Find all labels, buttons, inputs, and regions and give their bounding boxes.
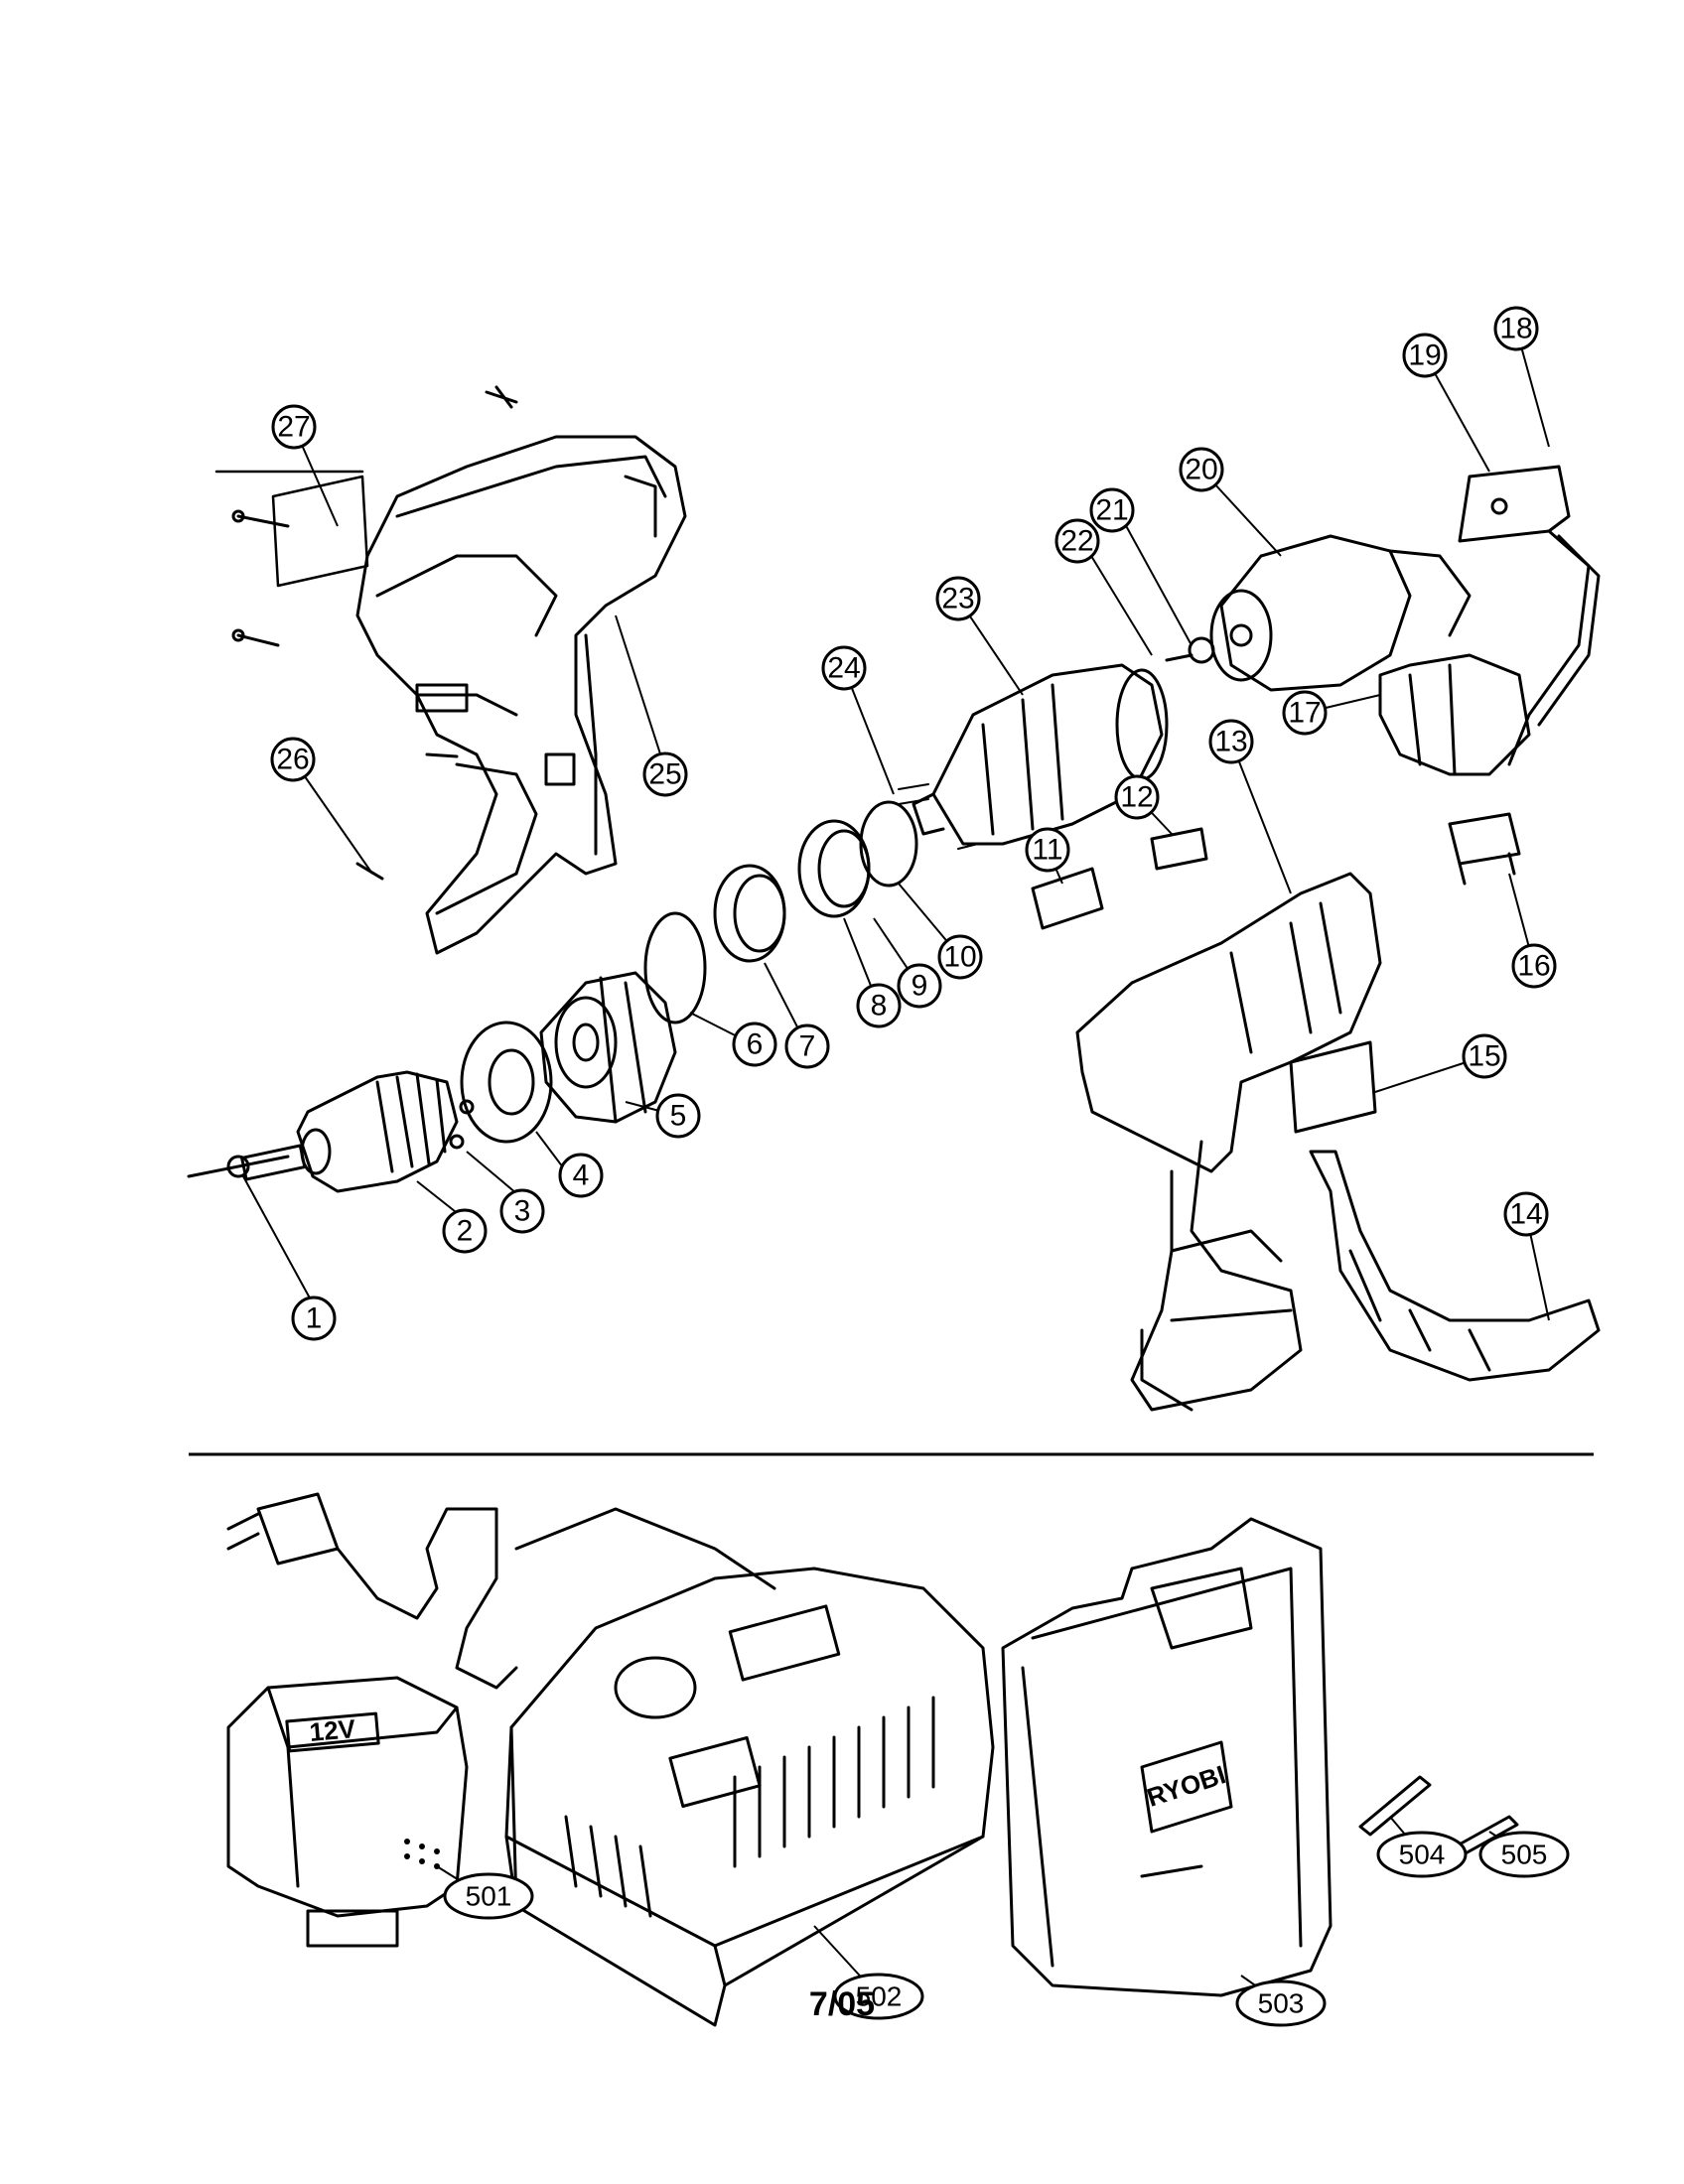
clutch-collar — [539, 971, 677, 1124]
callout-12: 12 — [1114, 774, 1160, 820]
svg-text:503: 503 — [1258, 1988, 1305, 2019]
right-housing — [1075, 872, 1382, 1412]
callout-1: 1 — [291, 1296, 337, 1341]
callout-501: 501 — [443, 1872, 534, 1920]
svg-text:27: 27 — [277, 411, 310, 444]
svg-text:17: 17 — [1288, 697, 1321, 730]
callout-13: 13 — [1208, 719, 1254, 764]
svg-text:1: 1 — [306, 1302, 323, 1335]
callout-25: 25 — [642, 751, 688, 797]
svg-text:8: 8 — [871, 990, 888, 1023]
battery-contacts — [404, 1839, 440, 1869]
svg-text:26: 26 — [276, 744, 309, 776]
pinion — [1165, 636, 1215, 664]
chuck — [296, 1070, 459, 1193]
svg-text:2: 2 — [457, 1215, 474, 1248]
svg-text:5: 5 — [670, 1100, 687, 1133]
svg-text:12: 12 — [1120, 781, 1153, 814]
svg-text:6: 6 — [747, 1028, 764, 1061]
callout-9: 9 — [897, 963, 942, 1009]
callout-7: 7 — [784, 1024, 830, 1069]
battery-voltage-label: 12V — [308, 1713, 356, 1747]
callout-502: 502 — [833, 1973, 924, 2020]
callout-10: 10 — [937, 934, 983, 980]
leader-lines — [242, 328, 1550, 2004]
svg-text:20: 20 — [1185, 454, 1217, 486]
svg-text:502: 502 — [856, 1981, 903, 2012]
svg-text:16: 16 — [1517, 950, 1550, 983]
springs — [713, 800, 918, 963]
callout-26: 26 — [270, 737, 316, 782]
svg-text:501: 501 — [466, 1881, 512, 1912]
motor-clip-12 — [1150, 827, 1208, 871]
bit-504 — [1358, 1775, 1432, 1837]
svg-text:3: 3 — [514, 1195, 531, 1228]
callout-503: 503 — [1235, 1979, 1327, 2027]
direction-switch — [1448, 812, 1521, 886]
chuck-bit — [187, 1144, 307, 1181]
wrist-strap — [1309, 1150, 1601, 1382]
charger-vents — [564, 1696, 935, 1918]
gearbox — [912, 663, 1169, 846]
svg-text:25: 25 — [648, 758, 681, 791]
svg-text:505: 505 — [1501, 1840, 1548, 1870]
svg-text:15: 15 — [1468, 1040, 1500, 1073]
svg-text:13: 13 — [1214, 726, 1247, 758]
case-brand-logo: RYOBI — [1143, 1759, 1229, 1813]
callout-15: 15 — [1462, 1033, 1507, 1079]
svg-text:14: 14 — [1509, 1198, 1542, 1231]
carry-case — [1001, 1517, 1333, 1997]
housing-screws — [231, 385, 518, 881]
callout-18: 18 — [1493, 306, 1539, 351]
switch-block — [1458, 465, 1601, 766]
svg-text:18: 18 — [1499, 313, 1532, 345]
svg-text:23: 23 — [941, 583, 974, 615]
svg-text:22: 22 — [1060, 525, 1093, 558]
svg-text:4: 4 — [573, 1160, 590, 1192]
callout-27: 27 — [271, 404, 317, 450]
callout-2: 2 — [442, 1208, 488, 1254]
callout-5: 5 — [655, 1093, 701, 1139]
callout-21: 21 — [1089, 487, 1135, 533]
svg-text:21: 21 — [1095, 494, 1128, 527]
housing-label-plate — [1289, 1040, 1377, 1134]
footer-date: 7/05 — [808, 1985, 876, 2023]
callout-22: 22 — [1054, 518, 1100, 564]
svg-text:504: 504 — [1399, 1840, 1446, 1870]
callout-14: 14 — [1503, 1191, 1549, 1237]
svg-text:24: 24 — [827, 652, 860, 685]
charger-cord-plug — [226, 1492, 776, 1690]
callout-17: 17 — [1282, 690, 1328, 736]
callout-11: 11 — [1025, 827, 1070, 873]
nameplate — [214, 470, 369, 588]
callout-23: 23 — [935, 576, 981, 621]
callout-24: 24 — [821, 645, 867, 691]
callout-3: 3 — [499, 1188, 545, 1234]
callout-8: 8 — [856, 983, 902, 1028]
left-housing — [355, 435, 687, 955]
svg-text:11: 11 — [1032, 834, 1062, 867]
motor — [1209, 534, 1472, 692]
callout-6: 6 — [732, 1022, 777, 1067]
callout-16: 16 — [1511, 943, 1557, 989]
svg-text:19: 19 — [1408, 340, 1441, 372]
svg-text:10: 10 — [943, 941, 976, 974]
callout-505: 505 — [1478, 1831, 1570, 1878]
trigger-switch — [1378, 653, 1531, 776]
callout-4: 4 — [558, 1153, 604, 1198]
callout-19: 19 — [1402, 333, 1448, 378]
motor-clip-11 — [1031, 867, 1104, 930]
clutch-plate — [643, 911, 707, 1024]
washer — [460, 1021, 553, 1144]
gearbox-pins — [898, 783, 979, 850]
callout-504: 504 — [1376, 1831, 1468, 1878]
svg-text:7: 7 — [799, 1030, 816, 1063]
svg-text:9: 9 — [912, 970, 928, 1003]
callout-20: 20 — [1179, 447, 1224, 492]
charger — [504, 1567, 995, 2027]
